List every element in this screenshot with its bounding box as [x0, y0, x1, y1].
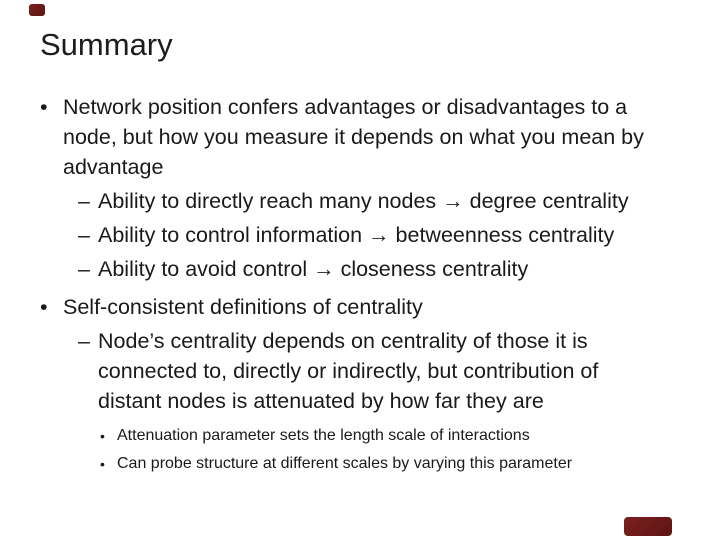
bullet-marker: • — [100, 456, 105, 472]
bullet-item: • Network position confers advantages or… — [40, 92, 710, 182]
bullet-item: • Can probe structure at different scale… — [100, 453, 710, 475]
corner-accent-bottom-right — [624, 517, 672, 536]
bullet-marker: • — [100, 428, 105, 444]
dash-marker: – — [78, 223, 90, 247]
bullet-text-line: Ability to directly reach many nodes → d… — [98, 189, 629, 213]
bullet-text-line: Can probe structure at different scales … — [117, 455, 573, 472]
bullet-text: Ability to control information → between… — [98, 220, 614, 250]
bullet-text: Can probe structure at different scales … — [117, 453, 572, 475]
bullet-text: Node’s centrality depends on centrality … — [98, 326, 598, 416]
bullet-marker: • — [40, 95, 48, 119]
bullet-text-line: Attenuation parameter sets the length sc… — [117, 427, 530, 444]
bullet-text-line: distant nodes is attenuated by how far t… — [98, 389, 544, 413]
bullet-text-line: advantage — [63, 155, 164, 179]
bullet-marker: • — [40, 295, 48, 319]
bullet-text-line: Node’s centrality depends on centrality … — [98, 329, 588, 353]
bullet-text-line: Self-consistent definitions of centralit… — [63, 295, 423, 319]
bullet-item: – Ability to directly reach many nodes →… — [78, 186, 710, 216]
dash-marker: – — [78, 257, 90, 281]
bullet-item: – Ability to avoid control → closeness c… — [78, 254, 710, 284]
bullet-text-line: connected to, directly or indirectly, bu… — [98, 359, 599, 383]
dash-marker: – — [78, 189, 90, 213]
bullet-text: Ability to avoid control → closeness cen… — [98, 254, 528, 284]
bullet-text-line: Network position confers advantages or d… — [63, 95, 628, 119]
bullet-text: Self-consistent definitions of centralit… — [63, 292, 423, 322]
bullet-text: Ability to directly reach many nodes → d… — [98, 186, 629, 216]
bullet-item: – Node’s centrality depends on centralit… — [78, 326, 710, 416]
bullet-text-line: Ability to avoid control → closeness cen… — [98, 257, 529, 281]
bullet-text-line: Ability to control information → between… — [98, 223, 615, 247]
bullet-text: Network position confers advantages or d… — [63, 92, 644, 182]
dash-marker: – — [78, 329, 90, 353]
bullet-item: • Attenuation parameter sets the length … — [100, 425, 710, 447]
bullet-item: – Ability to control information → betwe… — [78, 220, 710, 250]
bullet-item: • Self-consistent definitions of central… — [40, 292, 710, 322]
corner-accent-top-left — [29, 4, 45, 16]
bullet-text: Attenuation parameter sets the length sc… — [117, 425, 530, 447]
bullet-text-line: node, but how you measure it depends on … — [63, 125, 644, 149]
slide-body: • Network position confers advantages or… — [40, 86, 710, 475]
slide-title: Summary — [40, 27, 173, 62]
